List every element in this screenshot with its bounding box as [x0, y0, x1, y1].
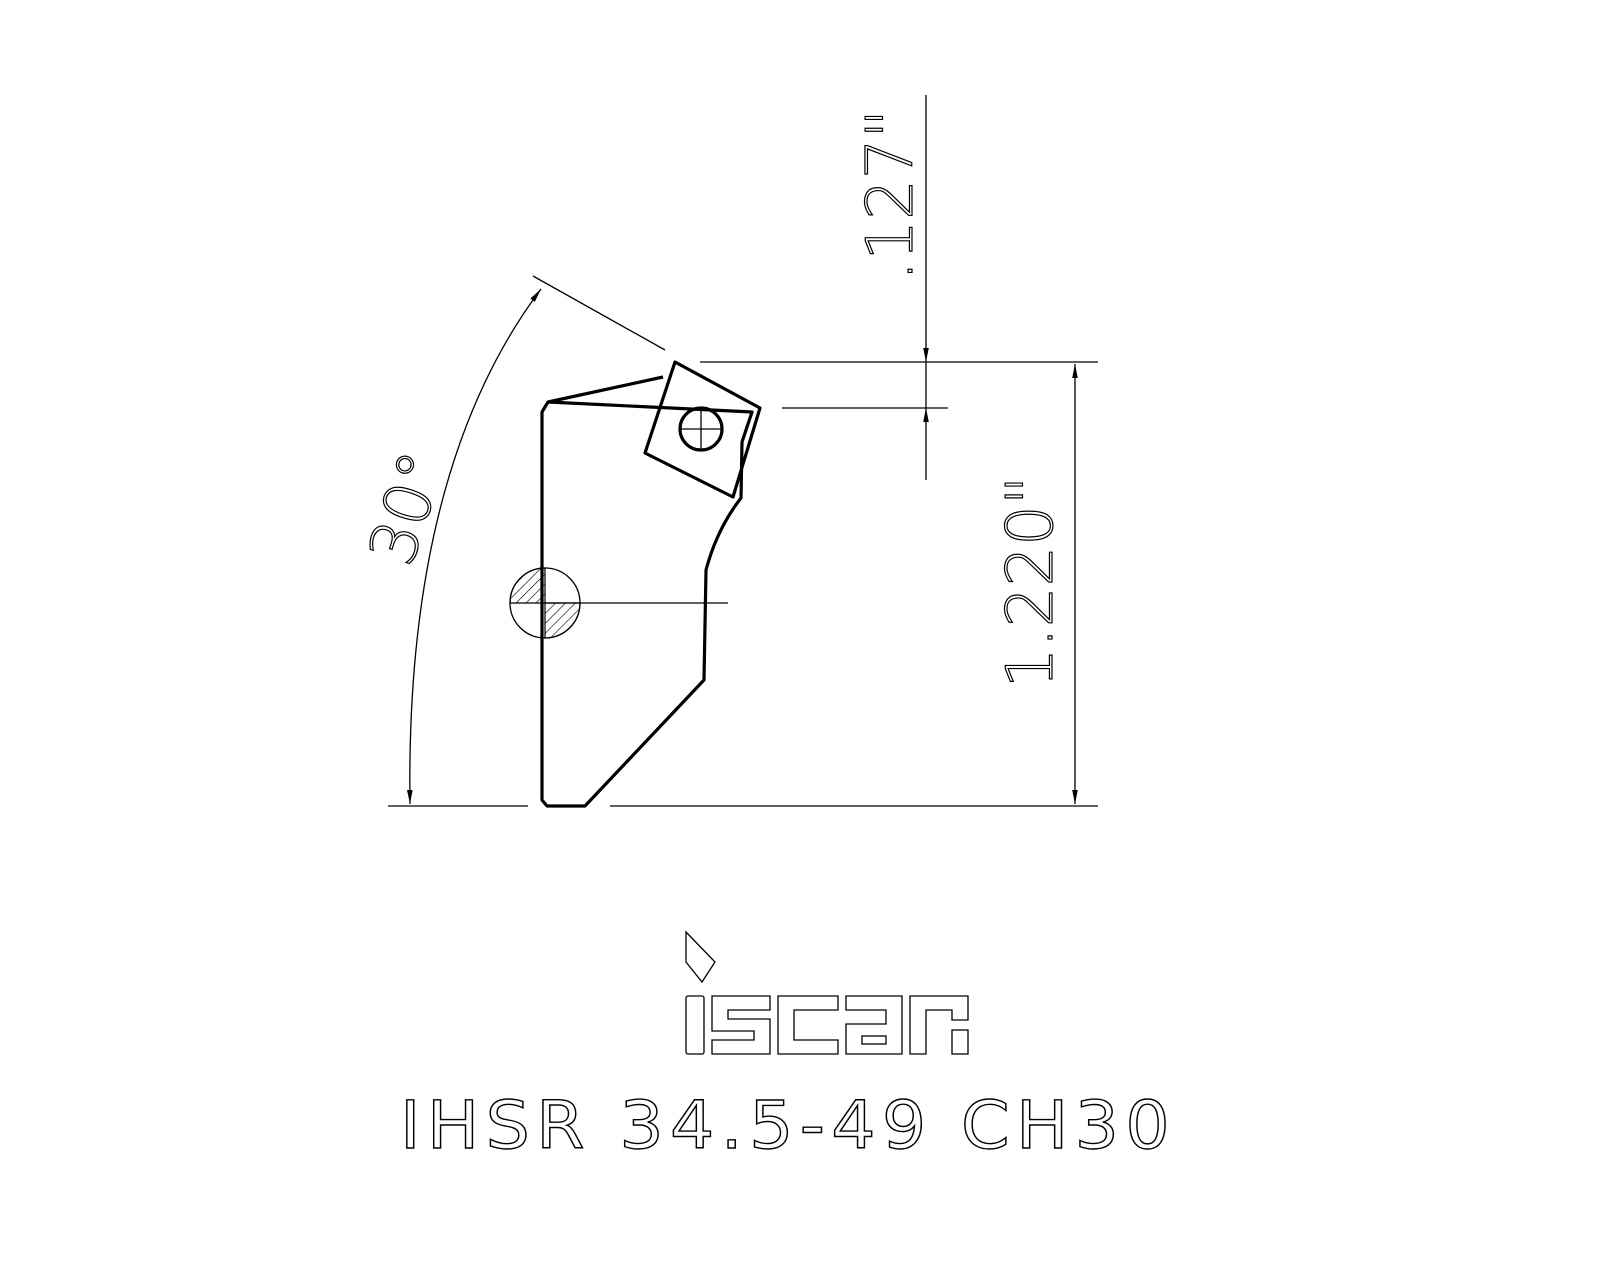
dim-angle-arc [406, 288, 542, 805]
product-code: IHSR 34.5-49 CH30 [400, 1087, 1176, 1164]
extension-line-angle [532, 275, 666, 351]
dim-height-label: 1.220" [994, 476, 1068, 689]
iscar-logo [685, 930, 969, 1055]
dim-angle-label: 30° [355, 443, 460, 574]
dim-offset-label: .127" [854, 109, 928, 281]
tool-body-outline [540, 375, 754, 808]
insert-outline [643, 360, 762, 499]
